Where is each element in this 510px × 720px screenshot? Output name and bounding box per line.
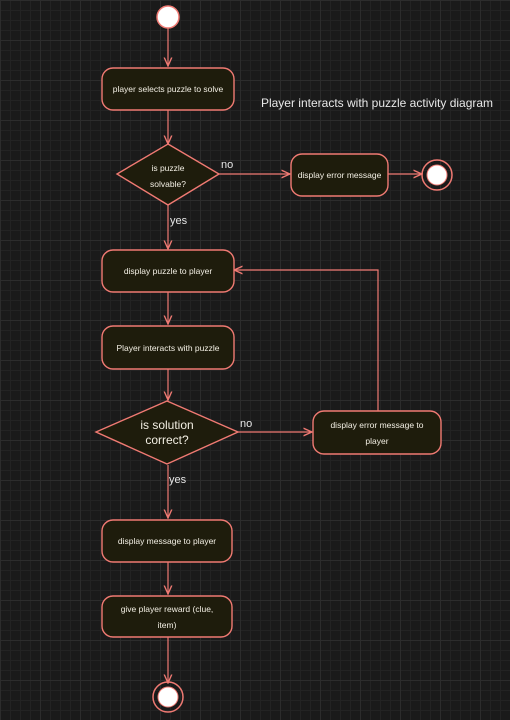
action-player-interacts[interactable]: Player interacts with puzzle xyxy=(101,325,235,370)
action-player-interacts-label: Player interacts with puzzle xyxy=(117,343,220,353)
end-node-error[interactable] xyxy=(421,159,453,191)
start-node[interactable] xyxy=(156,5,180,29)
decision-solution-correct-line1: is solution xyxy=(140,418,193,432)
action-give-reward[interactable]: give player reward (clue, item) xyxy=(101,595,233,638)
decision-solution-correct[interactable]: is solution correct? xyxy=(94,400,240,465)
action-display-error[interactable]: display error message xyxy=(290,153,389,197)
action-display-message-label: display message to player xyxy=(118,536,216,546)
label-correct-no: no xyxy=(240,418,252,430)
action-select-puzzle-label: player selects puzzle to solve xyxy=(113,84,224,94)
decision-puzzle-solvable[interactable]: is puzzle solvable? xyxy=(115,143,221,206)
end-node-final[interactable] xyxy=(152,681,184,713)
decision-solution-correct-line2: correct? xyxy=(145,433,189,447)
action-give-reward-line2: item) xyxy=(158,620,177,630)
action-display-puzzle-label: display puzzle to player xyxy=(124,266,213,276)
action-display-error-to-player-line2: player xyxy=(365,436,388,446)
action-display-error-label: display error message xyxy=(298,170,382,180)
edge-loop-back xyxy=(234,270,379,411)
label-solvable-no: no xyxy=(221,159,233,171)
label-correct-yes: yes xyxy=(169,474,187,486)
action-display-error-to-player[interactable]: display error message to player xyxy=(312,410,442,455)
decision-puzzle-solvable-line1: is puzzle xyxy=(151,163,184,173)
action-display-error-to-player-line1: display error message to xyxy=(330,420,423,430)
action-display-puzzle[interactable]: display puzzle to player xyxy=(101,249,235,293)
action-select-puzzle[interactable]: player selects puzzle to solve xyxy=(101,67,235,111)
decision-puzzle-solvable-line2: solvable? xyxy=(150,179,186,189)
diagram-title: Player interacts with puzzle activity di… xyxy=(261,96,493,110)
action-display-message[interactable]: display message to player xyxy=(101,519,233,563)
action-give-reward-line1: give player reward (clue, xyxy=(121,604,214,614)
label-solvable-yes: yes xyxy=(170,215,188,227)
